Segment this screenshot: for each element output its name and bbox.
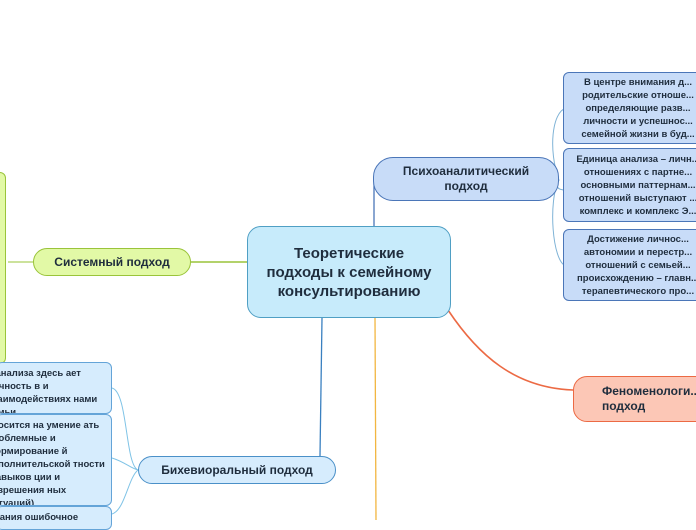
psychoanalytic-leaf-2-text: Единица анализа – личн... отношениях с п… <box>576 153 696 217</box>
phenomenological-label: Феноменологи... подход <box>602 384 696 413</box>
psychoanalytic-leaf-2[interactable]: Единица анализа – личн... отношениях с п… <box>563 148 696 222</box>
behavioral-label: Бихевиоральный подход <box>161 463 313 477</box>
link-phenomenological <box>447 309 574 391</box>
behavioral-leaf-1[interactable]: й анализа здесь ает личность в и взаимод… <box>0 362 112 414</box>
psychoanalytic-label: Психоаналитический подход <box>402 164 530 193</box>
central-topic[interactable]: Теоретические подходы к семейному консул… <box>247 226 451 318</box>
link-beh-leaf-1 <box>111 387 139 471</box>
psychoanalytic-leaf-1-text: В центре внимания д... родительские отно… <box>581 76 695 140</box>
central-topic-label: Теоретические подходы к семейному консул… <box>266 244 432 300</box>
behavioral-topic[interactable]: Бихевиоральный подход <box>138 456 336 484</box>
systemic-topic[interactable]: Системный подход <box>33 248 191 276</box>
behavioral-leaf-2[interactable]: еносится на умение ать проблемные и форм… <box>0 414 112 506</box>
behavioral-leaf-3[interactable]: имания ошибочное <box>0 506 112 530</box>
behavioral-leaf-2-text: еносится на умение ать проблемные и форм… <box>0 420 105 506</box>
behavioral-leaf-1-text: й анализа здесь ает личность в и взаимод… <box>0 368 98 414</box>
systemic-leaf[interactable] <box>0 172 6 364</box>
psychoanalytic-leaf-3-text: Достижение личнос... автономии и перестр… <box>577 233 696 297</box>
link-orange-branch <box>374 317 377 520</box>
link-beh-leaf-2 <box>111 457 139 471</box>
psychoanalytic-leaf-1[interactable]: В центре внимания д... родительские отно… <box>563 72 696 144</box>
psychoanalytic-leaf-3[interactable]: Достижение личнос... автономии и перестр… <box>563 229 696 301</box>
behavioral-leaf-3-text: имания ошибочное <box>0 512 79 523</box>
link-beh-leaf-3 <box>111 469 139 515</box>
systemic-label: Системный подход <box>54 255 170 269</box>
link-behavioral <box>319 317 323 457</box>
psychoanalytic-topic[interactable]: Психоаналитический подход <box>373 157 559 201</box>
phenomenological-topic[interactable]: Феноменологи... подход <box>573 376 696 422</box>
